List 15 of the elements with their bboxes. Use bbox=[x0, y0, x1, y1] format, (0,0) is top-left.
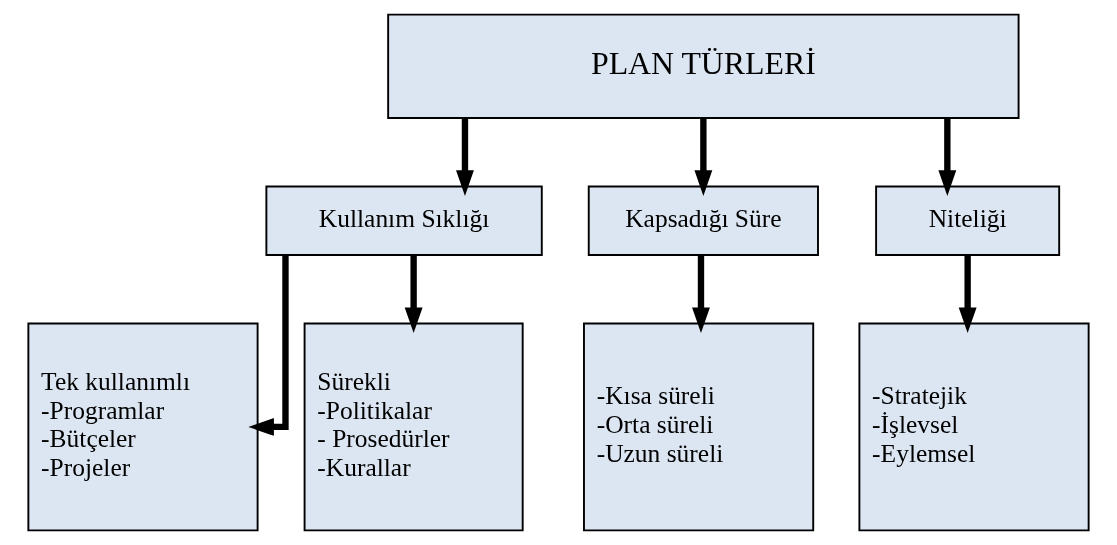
node-box: Kullanım Sıklığı bbox=[265, 185, 543, 256]
arrow bbox=[938, 118, 957, 196]
arrow bbox=[692, 255, 710, 333]
arrow bbox=[694, 118, 713, 196]
node-box: Niteliği bbox=[875, 185, 1061, 256]
node-box: PLAN TÜRLERİ bbox=[387, 13, 1020, 120]
node-box: -Stratejik -İşlevsel -Eylemsel bbox=[858, 322, 1090, 532]
node-box: Tek kullanımlı -Programlar -Bütçeler -Projeler bbox=[27, 322, 259, 532]
arrow bbox=[248, 255, 289, 436]
arrow bbox=[456, 118, 474, 196]
node-box: Sürekli -Politikalar - Prosedürler -Kurallar bbox=[303, 322, 524, 532]
arrow bbox=[404, 255, 423, 333]
arrow bbox=[958, 255, 977, 333]
node-box: Kapsadığı Süre bbox=[587, 185, 819, 256]
node-box: -Kısa süreli -Orta süreli -Uzun süreli bbox=[583, 322, 815, 532]
